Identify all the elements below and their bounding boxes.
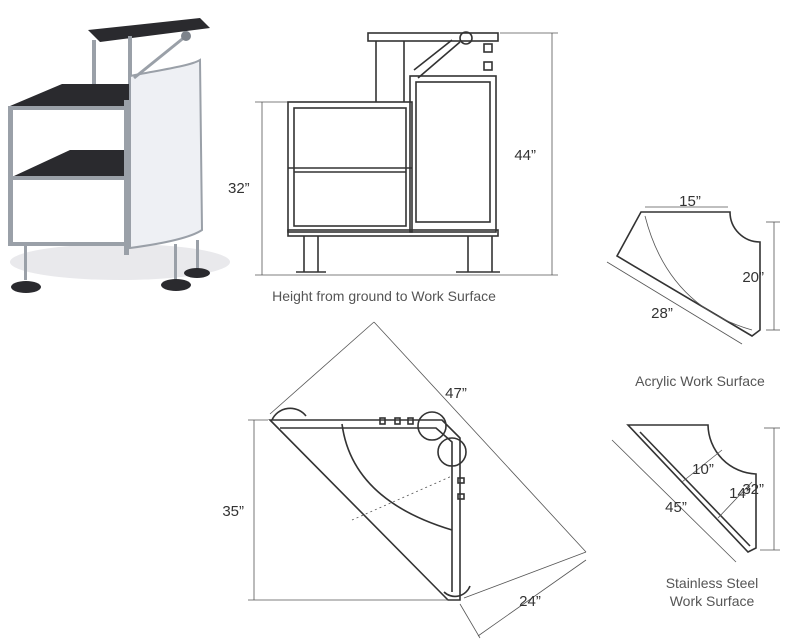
steel-surface-drawing: 10” 14” 45” 32” Stainless Steel Work Sur…: [611, 424, 780, 609]
hardware-mark-3: [407, 417, 414, 425]
side-view-drawing: 32” 44” Height from ground to Work Surfa…: [228, 31, 558, 304]
dim-label-28: 28”: [651, 305, 673, 322]
side-top-surface: [367, 32, 499, 42]
corner-circle-1: [417, 411, 447, 441]
top-post-left: [92, 40, 96, 110]
foot-2: [161, 279, 191, 291]
side-bracket: [417, 41, 461, 79]
top-counter: [88, 18, 210, 42]
side-lower-cabinet-inner: [293, 107, 407, 227]
side-tall-cabinet: [409, 75, 497, 233]
hardware-mark-4: [457, 477, 465, 484]
dim-label-24: 24”: [519, 593, 541, 610]
dim-label-15: 15”: [679, 193, 701, 210]
front-panel: [129, 58, 204, 250]
bracket-joint: [181, 31, 191, 41]
dim-label-47: 47”: [445, 385, 467, 402]
steel-outline: [626, 424, 757, 553]
acrylic-curve: [644, 215, 753, 331]
frame-rail-top: [8, 106, 128, 110]
dim-ext-47-b: [463, 551, 587, 599]
acrylic-surface-drawing: 15” 20” 28” Acrylic Work Surface: [606, 193, 780, 389]
dim-line-14: [717, 481, 753, 519]
dim-line-28: [606, 261, 743, 345]
side-view-caption: Height from ground to Work Surface: [272, 288, 496, 304]
dim-label-20: 20”: [742, 269, 764, 286]
dim-line-10: [681, 449, 723, 483]
acrylic-caption: Acrylic Work Surface: [635, 373, 765, 389]
side-bottom-rail: [287, 229, 499, 237]
dim-line-24: [477, 559, 587, 637]
top-view-dotted: [351, 475, 453, 521]
dim-line-45: [611, 439, 737, 563]
leg-2: [174, 244, 177, 282]
side-hardware-2: [483, 61, 493, 71]
lower-shelf: [14, 150, 128, 176]
dim-label-45: 45”: [665, 499, 687, 516]
corner-bar-station-photo: [8, 18, 230, 293]
top-post-mid: [128, 36, 132, 106]
side-hardware-1: [483, 43, 493, 53]
dim-ext-47-a: [269, 321, 375, 415]
corner-arc-2: [443, 585, 471, 598]
side-bracket-joint: [459, 31, 473, 45]
frame-rail-bottom: [8, 242, 128, 246]
dim-label-35: 35”: [222, 503, 244, 520]
corner-circle-2: [437, 437, 467, 467]
dim-label-44: 44”: [514, 147, 536, 164]
leg-3: [196, 240, 199, 270]
dim-label-32: 32”: [228, 180, 250, 197]
foot-1: [11, 281, 41, 293]
top-view-drawing: 47” 35” 24”: [222, 321, 587, 639]
side-tall-cabinet-inner: [415, 81, 491, 223]
hardware-mark-1: [379, 417, 386, 425]
dim-ext-24: [459, 603, 481, 639]
side-bracket-2: [413, 39, 453, 71]
hardware-mark-5: [457, 493, 465, 500]
dim-label-32b: 32”: [742, 481, 764, 498]
hardware-mark-2: [394, 417, 401, 425]
acrylic-outline: [615, 211, 761, 337]
steel-inner-edge: [639, 431, 751, 547]
dim-label-14: 14”: [729, 485, 751, 502]
diagonal-bracket: [133, 34, 187, 80]
side-lower-cabinet: [287, 101, 413, 233]
frame-rail-mid: [8, 176, 128, 180]
steel-caption-line2: Work Surface: [670, 593, 755, 609]
steel-caption-line1: Stainless Steel: [666, 575, 759, 591]
upper-shelf: [10, 84, 130, 106]
top-view-inner-edge: [280, 427, 453, 592]
top-view-outline: [268, 419, 461, 601]
dim-label-10: 10”: [692, 461, 714, 478]
dim-line-47: [373, 321, 587, 553]
corner-arc-1: [271, 407, 307, 421]
leg-1: [24, 246, 27, 280]
foot-3: [184, 268, 210, 278]
top-view-curve: [341, 423, 453, 531]
